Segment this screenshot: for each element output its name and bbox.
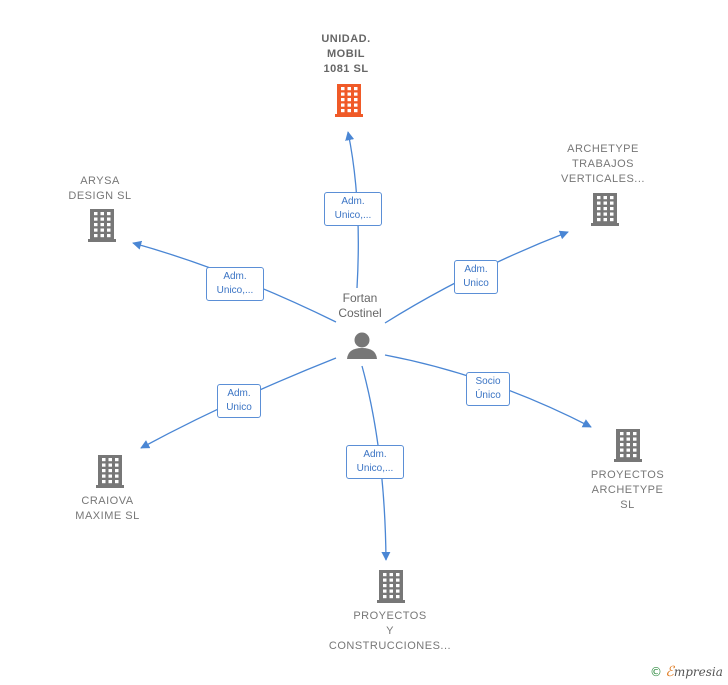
- node-label-proyectos-archetype[interactable]: PROYECTOS ARCHETYPE SL: [590, 469, 665, 511]
- brand-name: mpresia: [673, 665, 723, 679]
- brand-logo-letter: ℰ: [665, 664, 674, 680]
- edge-label-arysa[interactable]: Adm. Unico,...: [206, 267, 264, 301]
- building-icon-proyectos-c[interactable]: [377, 570, 405, 603]
- edge-label-unidad[interactable]: Adm. Unico,...: [324, 192, 382, 226]
- edge-label-proyectos-construcciones[interactable]: Adm. Unico,...: [346, 445, 404, 479]
- footer-brand: © ℰmpresia: [650, 664, 723, 680]
- center-person-name[interactable]: Fortan Costinel: [338, 291, 382, 320]
- building-icon-arysa[interactable]: [88, 209, 116, 242]
- node-label-archetype[interactable]: ARCHETYPE TRABAJOS VERTICALES...: [561, 143, 645, 185]
- building-icon-unidad[interactable]: [335, 84, 363, 117]
- node-label-proyectos-construcciones[interactable]: PROYECTOS Y CONSTRUCCIONES...: [328, 610, 452, 652]
- edge-label-craiova[interactable]: Adm. Unico: [217, 384, 261, 418]
- building-icon-proyectos-a[interactable]: [614, 429, 642, 462]
- person-icon[interactable]: [347, 332, 377, 360]
- edge-label-proyectos-archetype[interactable]: Socio Único: [466, 372, 510, 406]
- node-label-arysa[interactable]: ARYSA DESIGN SL: [68, 175, 132, 202]
- building-icon-craiova[interactable]: [96, 455, 124, 488]
- node-label-craiova[interactable]: CRAIOVA MAXIME SL: [75, 495, 140, 522]
- edge-label-archetype[interactable]: Adm. Unico: [454, 260, 498, 294]
- copyright-symbol: ©: [650, 665, 662, 679]
- node-label-unidad[interactable]: UNIDAD. MOBIL 1081 SL: [321, 33, 371, 75]
- building-icon-archetype[interactable]: [591, 193, 619, 226]
